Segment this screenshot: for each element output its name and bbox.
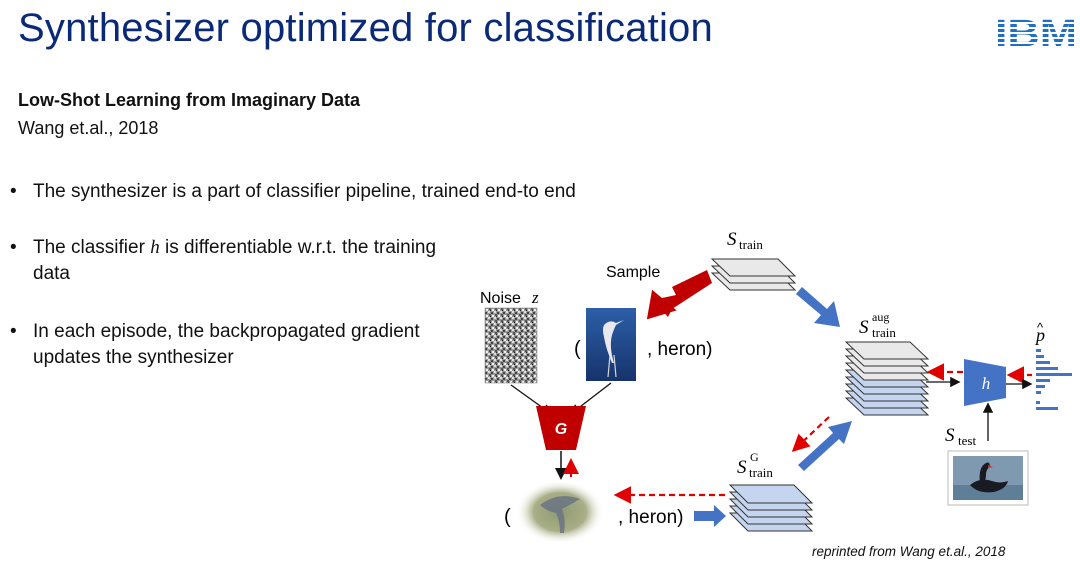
figure-caption: reprinted from Wang et.al., 2018 <box>812 544 1006 559</box>
bullet-item: • The synthesizer is a part of classifie… <box>10 179 670 205</box>
svg-text:train: train <box>872 325 896 340</box>
s-train-stack <box>710 258 797 291</box>
svg-text:G: G <box>555 421 567 438</box>
synth-heron-image <box>516 480 604 544</box>
svg-text:S: S <box>859 317 869 338</box>
svg-text:h: h <box>982 374 991 393</box>
heron-label-bottom: , heron) <box>618 507 683 528</box>
svg-text:S: S <box>737 457 747 478</box>
svg-text:aug: aug <box>872 310 889 324</box>
svg-text:z: z <box>531 288 539 307</box>
svg-text:IBM: IBM <box>995 14 1077 50</box>
s-g-label: S G train <box>737 450 773 480</box>
bullet-text: The classifier h is differentiable w.r.t… <box>33 237 437 284</box>
heron-tuple-open-paren-bottom: ( <box>504 506 511 528</box>
heron-tuple-open-paren: ( <box>574 338 581 360</box>
s-aug-label: S aug train <box>859 310 896 340</box>
classifier-block: h <box>964 359 1006 406</box>
heron-label-top: , heron) <box>647 339 712 360</box>
bullet-item: • The classifier h is differentiable w.r… <box>10 235 440 287</box>
heron-photo <box>586 308 636 381</box>
noise-label: Noise z <box>480 288 539 307</box>
sample-arrowhead <box>646 289 677 320</box>
svg-text:train: train <box>739 237 763 252</box>
prediction-histogram <box>1036 349 1072 410</box>
bullet-dot-icon: • <box>10 181 17 202</box>
bullet-text: The synthesizer is a part of classifier … <box>33 181 576 202</box>
p-hat-label: p ^ <box>1034 320 1045 345</box>
svg-text:test: test <box>958 433 976 448</box>
s-test-label: S test <box>945 425 976 448</box>
svg-text:p: p <box>1034 325 1045 345</box>
math-h: h <box>150 237 160 258</box>
reference-authors: Wang et.al., 2018 <box>18 118 159 138</box>
svg-text:S: S <box>945 425 955 446</box>
generator-block: G <box>536 406 586 450</box>
gradient-arrow-to-sg <box>791 416 830 453</box>
test-swan-photo <box>947 450 1029 506</box>
bullet-dot-icon: • <box>10 321 17 342</box>
svg-text:G: G <box>750 450 759 464</box>
pipeline-diagram: S train Sample Noise z ( , heron) G ( , <box>480 229 1072 544</box>
bullet-dot-icon: • <box>10 237 17 258</box>
svg-text:S: S <box>727 229 737 250</box>
sample-label: Sample <box>606 264 660 281</box>
flow-arrow-train-to-aug <box>796 287 840 327</box>
bullet-item: • In each episode, the backpropagated gr… <box>10 319 440 371</box>
flow-arrow-synth-to-sg <box>694 505 726 527</box>
s-aug-stack <box>844 341 930 416</box>
flow-arrow-sg-to-aug <box>798 421 852 471</box>
slide-title: Synthesizer optimized for classification <box>18 6 713 50</box>
bullet-text: In each episode, the backpropagated grad… <box>33 321 420 368</box>
svg-text:^: ^ <box>1037 320 1044 335</box>
s-g-stack <box>728 484 814 532</box>
ibm-logo: IBM <box>995 14 1077 50</box>
svg-text:train: train <box>749 465 773 480</box>
svg-text:Noise: Noise <box>480 290 521 307</box>
noise-image <box>484 307 538 384</box>
reference-title: Low-Shot Learning from Imaginary Data <box>18 90 361 110</box>
s-train-label: S train <box>727 229 763 252</box>
